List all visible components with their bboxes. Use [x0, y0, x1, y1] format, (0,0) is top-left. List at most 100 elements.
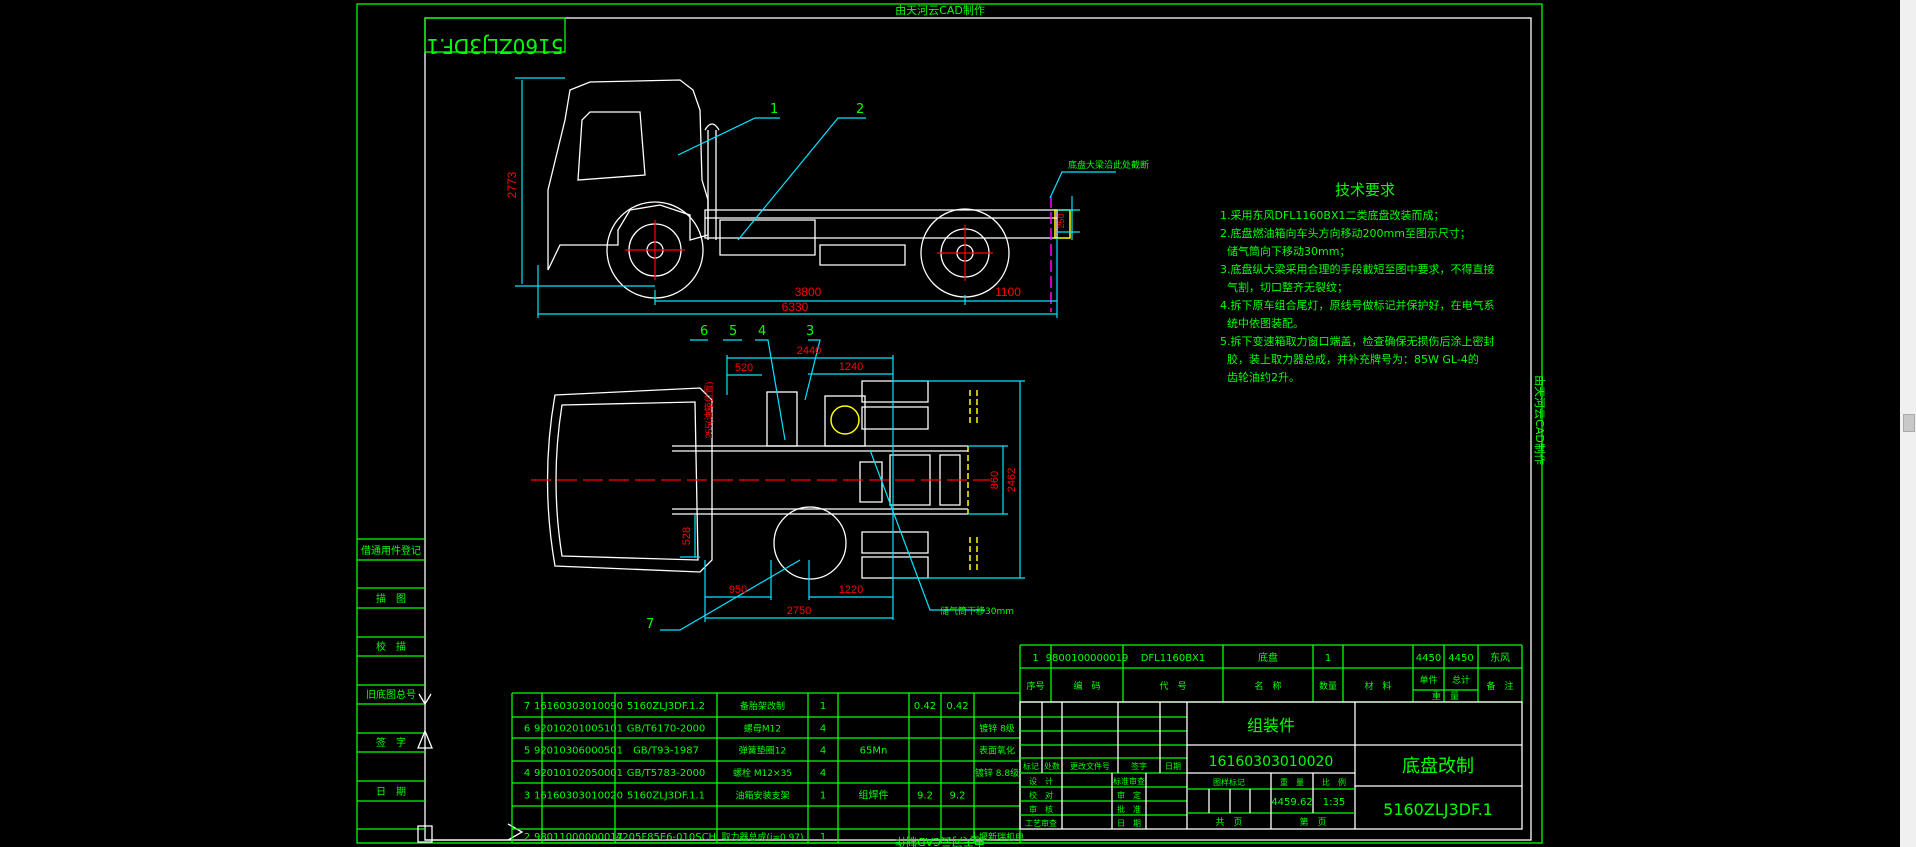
cell-text: 4450	[1416, 653, 1441, 664]
bom-header: 总计	[1452, 674, 1470, 686]
cell-text: 螺栓 M12×35	[733, 767, 792, 779]
cell-text: 2	[524, 832, 530, 843]
svg-text:1240: 1240	[839, 361, 863, 373]
mark-header: 重 量	[1280, 777, 1304, 787]
svg-text:齿轮油约2升。: 齿轮油约2升。	[1220, 370, 1300, 384]
svg-text:6: 6	[700, 324, 708, 339]
svg-text:2440: 2440	[797, 345, 821, 357]
svg-text:3800: 3800	[795, 285, 822, 299]
svg-text:储气筒下移30mm: 储气筒下移30mm	[940, 605, 1014, 617]
svg-text:7: 7	[646, 617, 654, 632]
scrollbar-thumb[interactable]	[1903, 414, 1915, 432]
svg-text:统中依图装配。: 统中依图装配。	[1220, 317, 1304, 330]
svg-text:6330: 6330	[782, 300, 809, 314]
front-axle-wheel	[773, 506, 847, 580]
svg-text:1.采用东风DFL1160BX1二类底盘改装而成；: 1.采用东风DFL1160BX1二类底盘改装而成；	[1220, 208, 1445, 222]
top-view-dimensions: 6 5 4 3 7 2440 520 1240 2462 860 528 950…	[646, 324, 1025, 632]
bom-header: 代 号	[1159, 681, 1186, 692]
rev-header: 处数	[1044, 761, 1060, 771]
sign-label: 日 期	[1117, 819, 1141, 828]
cell-text: 油箱安装支架	[735, 790, 789, 802]
cell-text: 3	[524, 791, 530, 802]
drawing-name: 底盘改制	[1402, 756, 1474, 777]
weight-value: 4459.62	[1271, 797, 1312, 808]
battery-box	[766, 391, 798, 447]
category: 组装件	[1247, 716, 1295, 735]
bom-header: 名 称	[1254, 680, 1281, 692]
frame-rails	[672, 445, 968, 515]
bom-header: 材 料	[1364, 680, 1391, 692]
svg-text:2462: 2462	[1006, 468, 1018, 492]
cell-text: 1	[820, 701, 826, 712]
cell-text: 4205F85E6-010SCH	[616, 832, 716, 843]
rear-tires	[861, 380, 929, 579]
cell-text: 16160303010090	[534, 701, 623, 712]
cell-text: 0.42	[946, 701, 968, 712]
svg-text:2: 2	[856, 102, 864, 117]
inner-border	[424, 17, 1532, 841]
cell-text: 0.42	[914, 701, 936, 712]
rev-header: 签字	[1131, 761, 1147, 771]
cell-text: 镀锌 8.8级	[975, 767, 1019, 779]
svg-text:3: 3	[806, 324, 814, 339]
bom-header: 单件	[1419, 674, 1437, 686]
svg-text:528: 528	[681, 527, 693, 545]
svg-text:气割，切口整齐无裂纹；: 气割，切口整齐无裂纹；	[1220, 280, 1348, 294]
svg-text:5: 5	[729, 324, 737, 339]
bom-header: 编 码	[1073, 680, 1100, 692]
cell-text: 98011000000017	[534, 832, 623, 843]
cell-text: 4	[820, 768, 826, 779]
sign-label: 校 对	[1029, 790, 1053, 800]
cell-text: 1	[1032, 653, 1038, 664]
part-code: 16160303010020	[1209, 754, 1334, 770]
svg-text:2773: 2773	[505, 171, 519, 198]
cell-text: 东风	[1490, 651, 1510, 664]
svg-text:校 描: 校 描	[376, 640, 406, 653]
sheets-total: 共 页	[1215, 817, 1242, 828]
drawing-number: 5160ZLJ3DF.1	[1383, 800, 1493, 819]
watermark-right: 由天河云CAD制作	[1533, 375, 1547, 465]
fuel-tank	[824, 395, 866, 447]
cell-text: 弹簧垫圈12	[739, 745, 786, 757]
svg-text:950: 950	[729, 584, 747, 596]
cell-text: 螺母M12	[744, 724, 781, 735]
watermark-bottom: 由天河云CAD制作	[895, 835, 985, 847]
sign-label: 标准审查	[1113, 776, 1145, 786]
svg-text:4.拆下原车组合尾灯，原线号做标记并保护好，在电气系: 4.拆下原车组合尾灯，原线号做标记并保护好，在电气系	[1220, 298, 1495, 312]
bom-header: 序号	[1026, 680, 1044, 692]
svg-text:1220: 1220	[839, 584, 863, 596]
svg-text:底盘大梁沿此处截断: 底盘大梁沿此处截断	[1068, 159, 1149, 171]
cell-text: 9800100000019	[1046, 653, 1129, 664]
svg-text:3.底盘纵大梁采用合理的手段截短至图中要求，不得直接: 3.底盘纵大梁采用合理的手段截短至图中要求，不得直接	[1220, 262, 1495, 276]
ucs-icon	[417, 693, 524, 843]
mirrored-drawing-number: 5160ZLJ3DF.1	[426, 34, 563, 58]
cell-text: 65Mn	[860, 746, 888, 757]
wheel-centerlines	[625, 220, 993, 281]
rev-header: 更改文件号	[1070, 761, 1110, 771]
exhaust-stack	[704, 123, 720, 240]
cell-text: 取力器总成(i=0.97)	[721, 831, 803, 843]
side-view	[547, 79, 1071, 312]
svg-text:描 图: 描 图	[376, 592, 406, 605]
svg-text:5.拆下变速箱取力窗口端盖，检查确保无损伤后涂上密封: 5.拆下变速箱取力窗口端盖，检查确保无损伤后涂上密封	[1220, 334, 1495, 348]
cell-text: 1	[820, 791, 826, 802]
mark-header: 比 例	[1322, 777, 1346, 787]
cab-top	[546, 387, 713, 573]
svg-text:胶，装上取力器总成，并补充牌号为：85W GL-4的: 胶，装上取力器总成，并补充牌号为：85W GL-4的	[1220, 352, 1479, 366]
sign-label: 工艺审查	[1025, 818, 1057, 828]
cell-text: GB/T5783-2000	[627, 768, 706, 779]
cell-text: 7	[524, 701, 530, 712]
vertical-scrollbar[interactable]	[1900, 0, 1916, 847]
svg-text:借通用件登记: 借通用件登记	[361, 544, 421, 557]
cell-text: 1	[820, 832, 826, 843]
rev-header: 日期	[1165, 762, 1181, 771]
svg-text:储气筒向下移动30mm；: 储气筒向下移动30mm；	[1220, 244, 1350, 258]
cell-text: 9.2	[950, 791, 966, 802]
cell-text: 92010102050001	[534, 768, 623, 779]
